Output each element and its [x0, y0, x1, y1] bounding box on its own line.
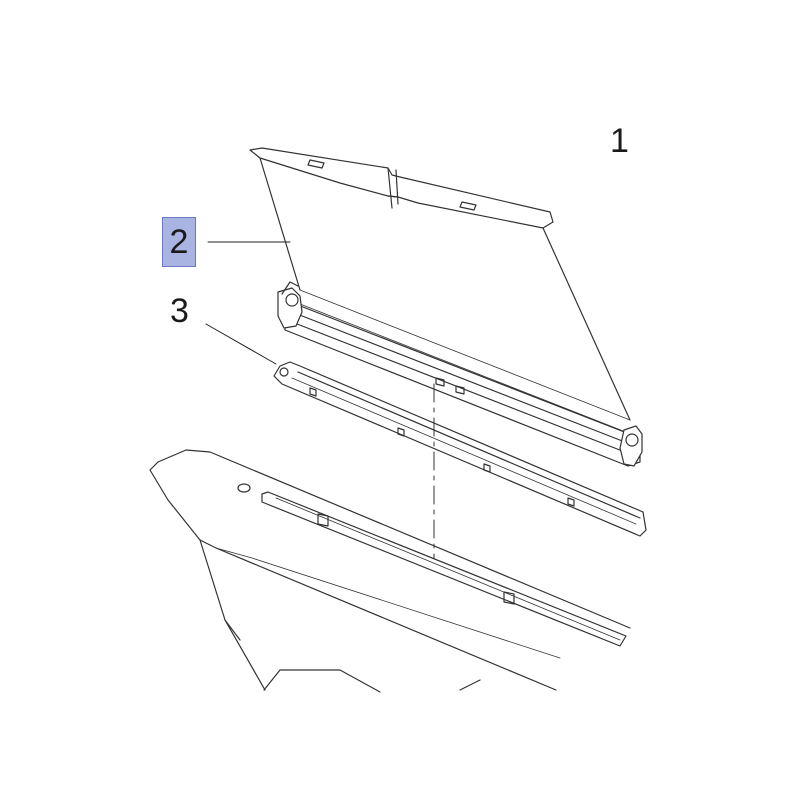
roller-housing	[277, 281, 643, 467]
callout-2-highlighted: 2	[162, 217, 196, 267]
callout-1: 1	[610, 122, 629, 160]
trim-strip-part	[273, 361, 647, 537]
vehicle-body-panel	[149, 449, 631, 693]
roller-blind-part	[249, 147, 631, 421]
leader-line-3	[205, 323, 277, 365]
callout-3: 3	[170, 292, 189, 330]
